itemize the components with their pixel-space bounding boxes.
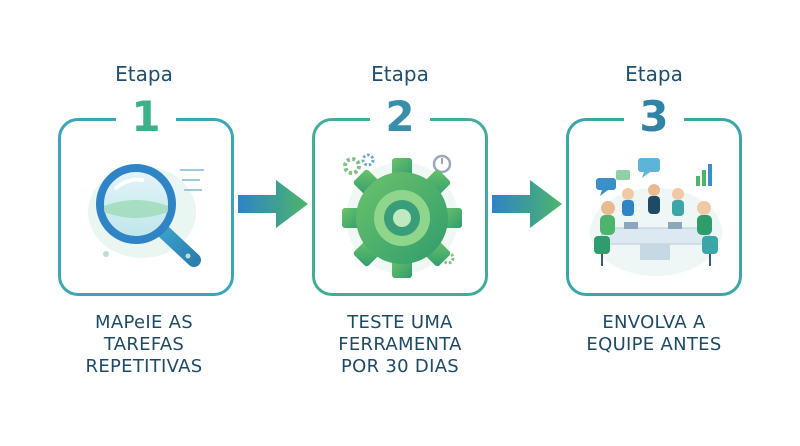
step-2-heading: Etapa — [371, 62, 429, 86]
team-meeting-icon — [590, 158, 722, 276]
magnifying-glass-icon — [88, 164, 204, 267]
step-3-number: 3 — [624, 94, 684, 140]
step-1-heading: Etapa — [115, 62, 173, 86]
gear-icon — [342, 153, 462, 278]
step-1-number: 1 — [116, 94, 176, 140]
step-2-caption: TESTE UMA FERRAMENTA POR 30 DIAS — [290, 312, 510, 378]
step-3-heading: Etapa — [625, 62, 683, 86]
step-2-caption-line: FERRAMENTA — [338, 334, 462, 355]
step-3-caption: ENVOLVA A EQUIPE ANTES — [544, 312, 764, 356]
step-2-caption-line: TESTE UMA — [347, 312, 453, 333]
arrow-right-icon — [238, 180, 308, 228]
step-2-caption-line: POR 30 DIAS — [340, 356, 460, 377]
step-3-caption-line: ENVOLVA A — [602, 312, 706, 333]
step-3-caption-line: EQUIPE ANTES — [586, 334, 722, 355]
step-2-number: 2 — [370, 94, 430, 140]
step-1-caption-line: MAPeIE AS — [95, 312, 193, 333]
step-1-caption: MAPeIE AS TAREFAS REPETITIVAS — [34, 312, 254, 378]
arrow-right-icon — [492, 180, 562, 228]
step-1-caption-line: TAREFAS — [103, 334, 185, 355]
step-1-caption-line: REPETITIVAS — [85, 356, 203, 377]
